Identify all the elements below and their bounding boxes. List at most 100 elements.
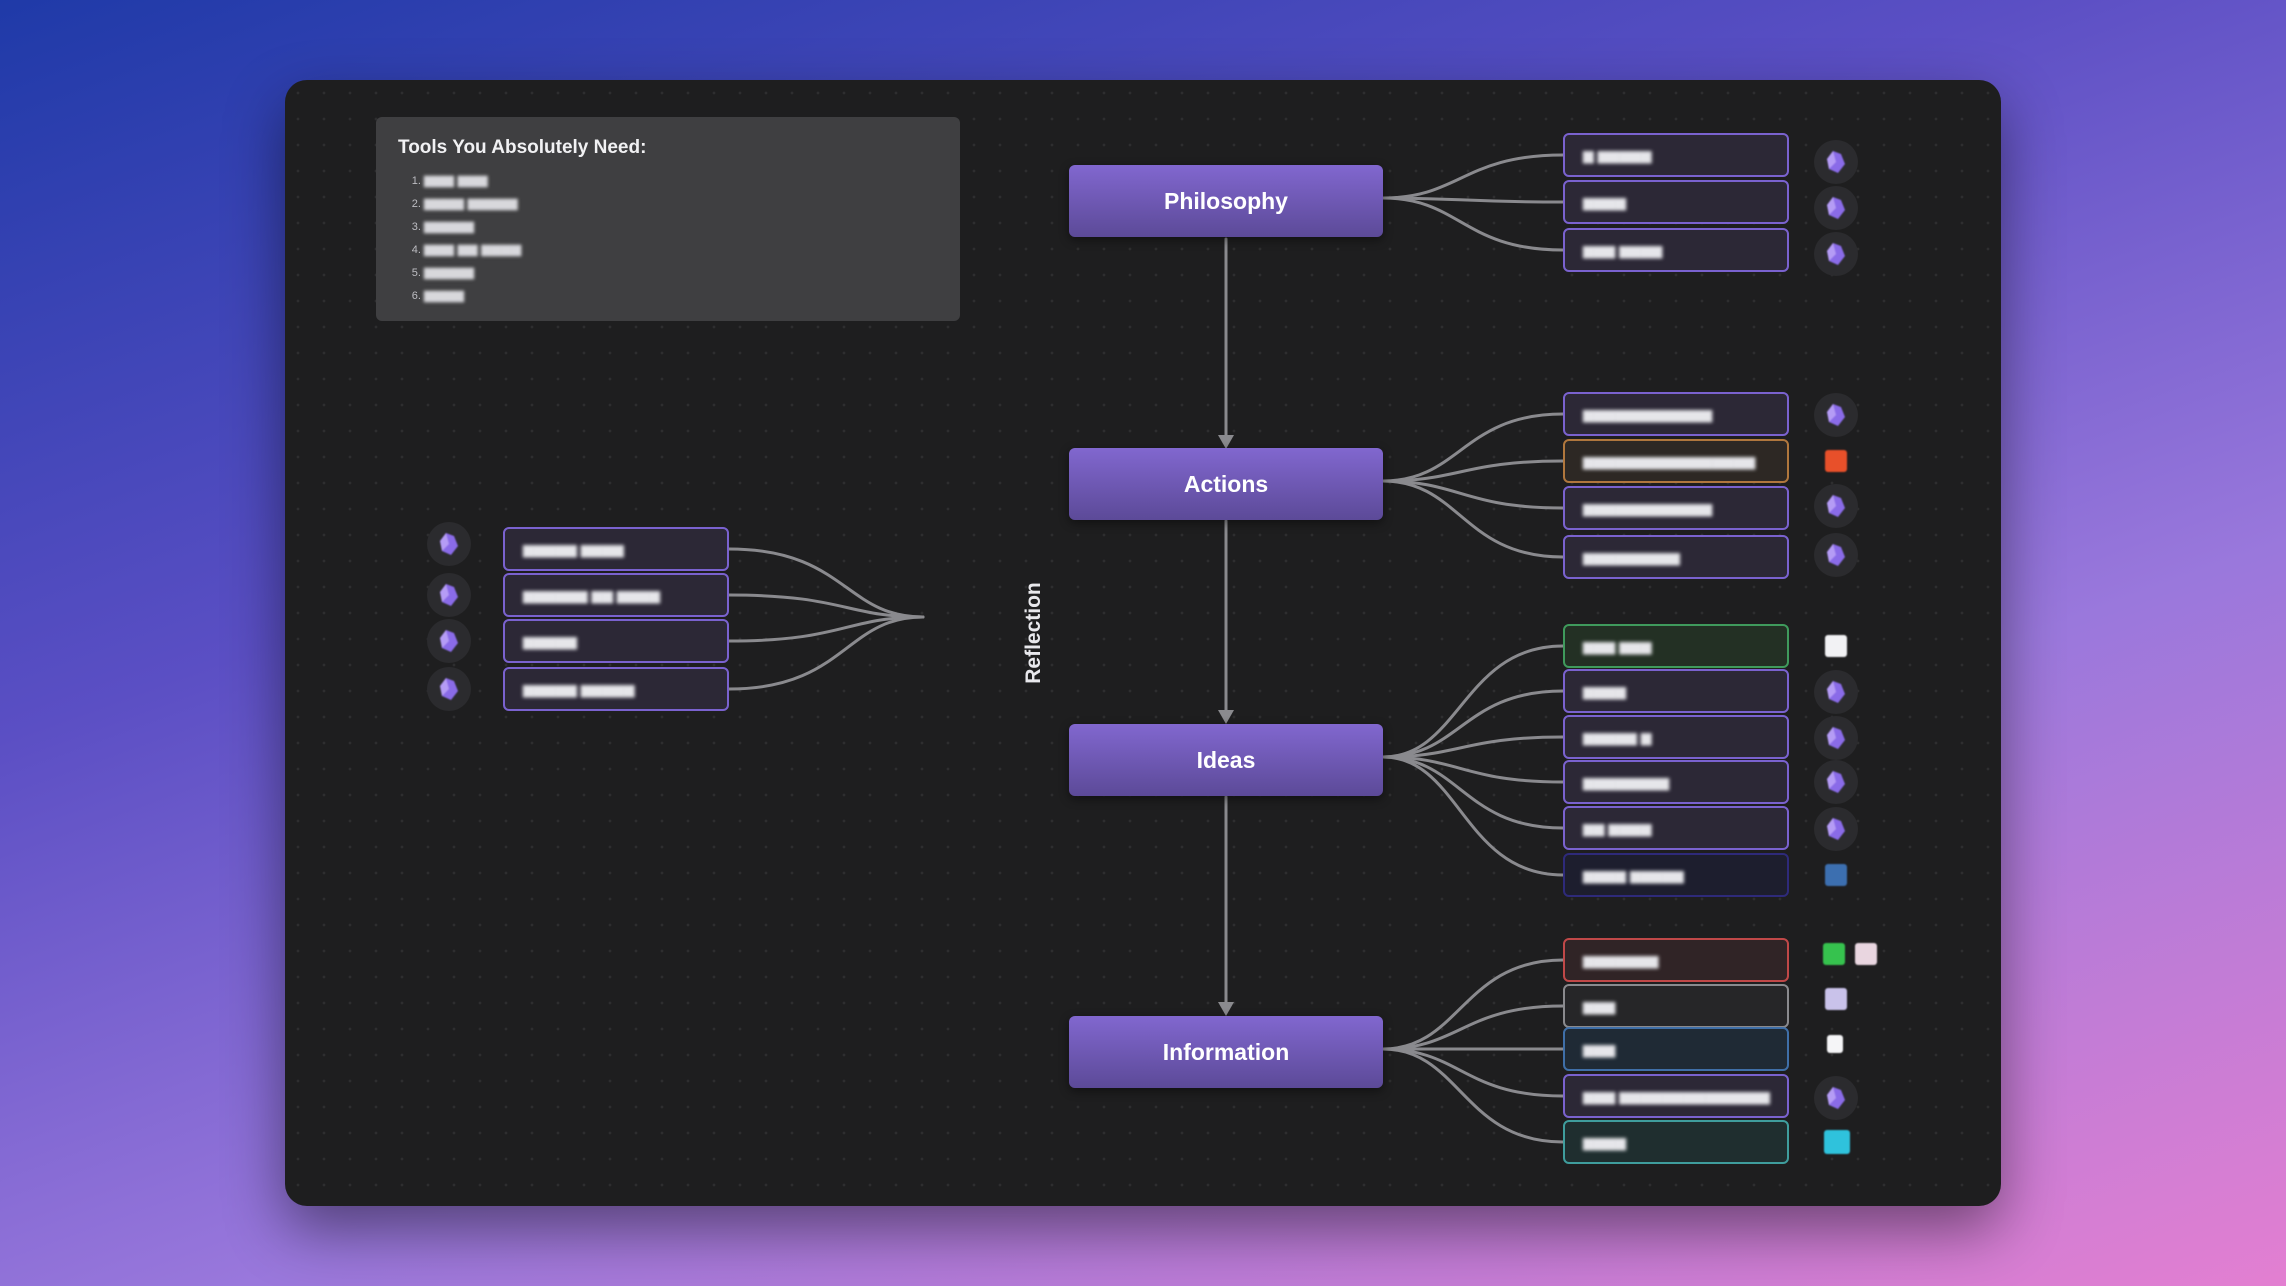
white-app-icon bbox=[1825, 635, 1847, 657]
tools-note-card[interactable]: Tools You Absolutely Need: ▆▆▆ ▆▆▆ ▆▆▆▆ … bbox=[376, 117, 960, 321]
leaf-label: ▆▆▆▆▆▆▆▆ bbox=[1583, 773, 1670, 790]
green-app-icon bbox=[1823, 943, 1845, 965]
note-list-item: ▆▆▆▆ ▆▆▆▆▆ bbox=[424, 192, 938, 215]
leaf-label: ▆▆▆▆▆▆▆ bbox=[1583, 951, 1659, 968]
leaf-ideas-3[interactable]: ▆▆▆▆▆ ▆ bbox=[1563, 715, 1789, 759]
leaf-label: ▆▆ ▆▆▆▆ bbox=[1583, 819, 1652, 836]
leaf-philosophy-2[interactable]: ▆▆▆▆ bbox=[1563, 180, 1789, 224]
branch-ideas-5 bbox=[1381, 755, 1565, 830]
note-list-item: ▆▆▆▆ bbox=[424, 284, 938, 307]
leaf-label: ▆▆▆▆▆▆▆▆▆▆▆▆ bbox=[1583, 499, 1713, 516]
branch-ideas-3 bbox=[1381, 735, 1565, 759]
obsidian-icon bbox=[427, 667, 471, 711]
obsidian-icon bbox=[427, 619, 471, 663]
connector-layer bbox=[727, 153, 1565, 1144]
branch-ideas-1 bbox=[1381, 644, 1565, 759]
branch-actions-4 bbox=[1381, 479, 1565, 559]
leaf-label: ▆▆▆▆▆ ▆▆▆▆ bbox=[523, 540, 624, 557]
leaf-actions-1[interactable]: ▆▆▆▆▆▆▆▆▆▆▆▆ bbox=[1563, 392, 1789, 436]
leaf-actions-4[interactable]: ▆▆▆▆▆▆▆▆▆ bbox=[1563, 535, 1789, 579]
leaf-label: ▆▆▆▆▆▆ ▆▆ ▆▆▆▆ bbox=[523, 586, 660, 603]
leaf-label: ▆▆▆▆ bbox=[1583, 193, 1627, 210]
leaf-label: ▆▆▆ ▆▆▆ bbox=[1583, 637, 1652, 654]
white-app-icon bbox=[1855, 943, 1877, 965]
leaf-label: ▆▆▆▆▆ bbox=[523, 632, 577, 649]
note-title: Tools You Absolutely Need: bbox=[398, 137, 647, 158]
branch-ideas-4 bbox=[1381, 755, 1565, 784]
leaf-label: ▆▆▆▆ bbox=[1583, 1133, 1627, 1150]
leaf-label: ▆▆▆▆ bbox=[1583, 682, 1627, 699]
note-list-item: ▆▆▆ ▆▆ ▆▆▆▆ bbox=[424, 238, 938, 261]
arrowhead-ideas bbox=[1218, 710, 1234, 724]
branch-reflection-1 bbox=[727, 547, 925, 619]
obsidian-icon bbox=[1814, 186, 1858, 230]
leaf-ideas-1[interactable]: ▆▆▆ ▆▆▆ bbox=[1563, 624, 1789, 668]
obsidian-icon bbox=[1814, 533, 1858, 577]
note-list: ▆▆▆ ▆▆▆ ▆▆▆▆ ▆▆▆▆▆ ▆▆▆▆▆ ▆▆▆ ▆▆ ▆▆▆▆ ▆▆▆… bbox=[398, 169, 938, 307]
white-app-icon bbox=[1825, 988, 1847, 1010]
branch-philosophy-3 bbox=[1381, 196, 1565, 252]
obsidian-icon bbox=[427, 573, 471, 617]
leaf-label: ▆▆▆▆▆ ▆▆▆▆▆ bbox=[523, 680, 635, 697]
branch-information-1 bbox=[1381, 958, 1565, 1051]
leaf-actions-2[interactable]: ▆▆▆▆▆▆▆▆▆▆▆▆▆▆▆▆ bbox=[1563, 439, 1789, 483]
leaf-label: ▆▆▆ bbox=[1583, 997, 1616, 1014]
leaf-information-5[interactable]: ▆▆▆▆ bbox=[1563, 1120, 1789, 1164]
leaf-label: ▆▆▆▆▆▆▆▆▆▆▆▆ bbox=[1583, 405, 1713, 422]
leaf-actions-3[interactable]: ▆▆▆▆▆▆▆▆▆▆▆▆ bbox=[1563, 486, 1789, 530]
leaf-label: ▆▆▆ bbox=[1583, 1040, 1616, 1057]
leaf-reflection-1[interactable]: ▆▆▆▆▆ ▆▆▆▆ bbox=[503, 527, 729, 571]
leaf-label: ▆▆▆▆▆▆▆▆▆ bbox=[1583, 548, 1680, 565]
branch-reflection-4 bbox=[727, 615, 925, 691]
obsidian-icon bbox=[1814, 760, 1858, 804]
branch-information-2 bbox=[1381, 1004, 1565, 1051]
obsidian-icon bbox=[427, 522, 471, 566]
leaf-label: ▆ ▆▆▆▆▆ bbox=[1583, 146, 1652, 163]
leaf-reflection-3[interactable]: ▆▆▆▆▆ bbox=[503, 619, 729, 663]
mindmap-canvas: Tools You Absolutely Need: ▆▆▆ ▆▆▆ ▆▆▆▆ … bbox=[285, 80, 2001, 1206]
leaf-ideas-6[interactable]: ▆▆▆▆ ▆▆▆▆▆ bbox=[1563, 853, 1789, 897]
obsidian-icon bbox=[1814, 393, 1858, 437]
branch-actions-1 bbox=[1381, 412, 1565, 483]
cyan-app-icon bbox=[1824, 1130, 1850, 1154]
arrowhead-actions bbox=[1218, 435, 1234, 449]
orange-app-icon bbox=[1825, 450, 1847, 472]
note-list-item: ▆▆▆ ▆▆▆ bbox=[424, 169, 938, 192]
branch-reflection-3 bbox=[727, 615, 925, 643]
branch-actions-2 bbox=[1381, 459, 1565, 483]
branch-ideas-2 bbox=[1381, 689, 1565, 759]
leaf-ideas-4[interactable]: ▆▆▆▆▆▆▆▆ bbox=[1563, 760, 1789, 804]
leaf-ideas-2[interactable]: ▆▆▆▆ bbox=[1563, 669, 1789, 713]
leaf-information-4[interactable]: ▆▆▆ ▆▆▆▆▆▆▆▆▆▆▆▆▆▆ bbox=[1563, 1074, 1789, 1118]
obsidian-icon bbox=[1814, 716, 1858, 760]
leaf-reflection-2[interactable]: ▆▆▆▆▆▆ ▆▆ ▆▆▆▆ bbox=[503, 573, 729, 617]
leaf-label: ▆▆▆ ▆▆▆▆▆▆▆▆▆▆▆▆▆▆ bbox=[1583, 1087, 1770, 1104]
leaf-philosophy-1[interactable]: ▆ ▆▆▆▆▆ bbox=[1563, 133, 1789, 177]
branch-information-5 bbox=[1381, 1047, 1565, 1144]
leaf-philosophy-3[interactable]: ▆▆▆ ▆▆▆▆ bbox=[1563, 228, 1789, 272]
hub-ideas[interactable]: Ideas bbox=[1069, 724, 1383, 796]
hub-actions[interactable]: Actions bbox=[1069, 448, 1383, 520]
white-app-icon bbox=[1827, 1035, 1843, 1053]
leaf-label: ▆▆▆▆▆ ▆ bbox=[1583, 728, 1652, 745]
obsidian-icon bbox=[1814, 670, 1858, 714]
leaf-label: ▆▆▆ ▆▆▆▆ bbox=[1583, 241, 1663, 258]
obsidian-icon bbox=[1814, 1076, 1858, 1120]
hub-information[interactable]: Information bbox=[1069, 1016, 1383, 1088]
branch-philosophy-2 bbox=[1381, 196, 1565, 204]
branch-information-4 bbox=[1381, 1047, 1565, 1098]
branch-philosophy-1 bbox=[1381, 153, 1565, 200]
leaf-label: ▆▆▆▆▆▆▆▆▆▆▆▆▆▆▆▆ bbox=[1583, 452, 1756, 469]
hub-reflection[interactable]: Reflection bbox=[1022, 582, 1045, 684]
obsidian-icon bbox=[1814, 807, 1858, 851]
leaf-ideas-5[interactable]: ▆▆ ▆▆▆▆ bbox=[1563, 806, 1789, 850]
leaf-information-2[interactable]: ▆▆▆ bbox=[1563, 984, 1789, 1028]
hub-philosophy[interactable]: Philosophy bbox=[1069, 165, 1383, 237]
leaf-information-1[interactable]: ▆▆▆▆▆▆▆ bbox=[1563, 938, 1789, 982]
note-list-item: ▆▆▆▆▆ bbox=[424, 215, 938, 238]
leaf-label: ▆▆▆▆ ▆▆▆▆▆ bbox=[1583, 866, 1684, 883]
leaf-information-3[interactable]: ▆▆▆ bbox=[1563, 1027, 1789, 1071]
obsidian-icon bbox=[1814, 140, 1858, 184]
branch-reflection-2 bbox=[727, 593, 925, 619]
leaf-reflection-4[interactable]: ▆▆▆▆▆ ▆▆▆▆▆ bbox=[503, 667, 729, 711]
